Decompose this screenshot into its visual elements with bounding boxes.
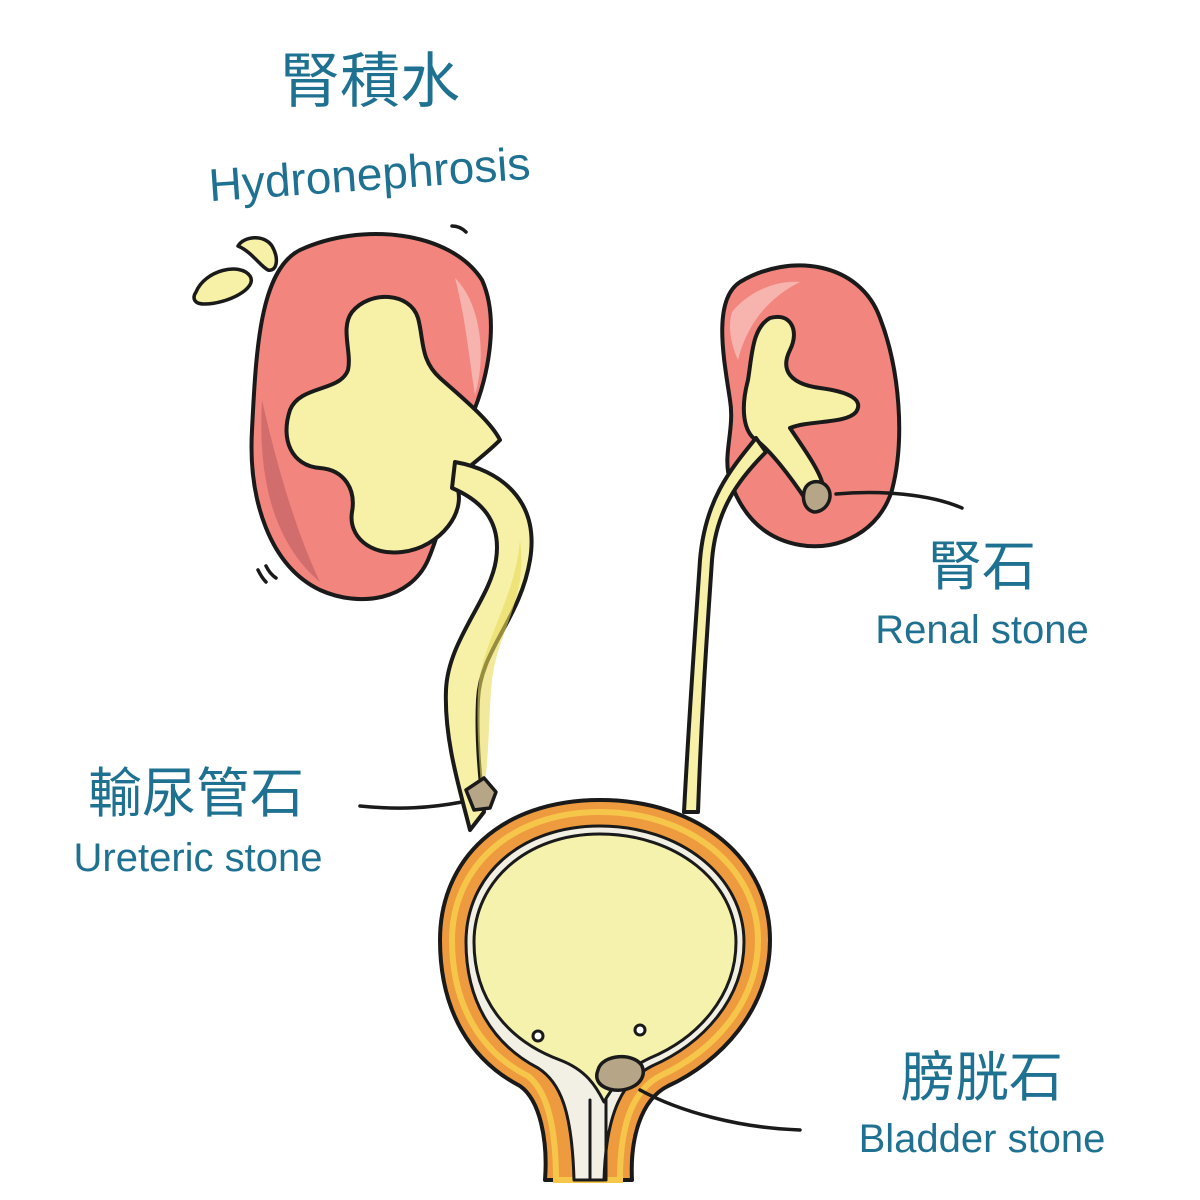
ureteric-stone-leader-line (358, 800, 464, 810)
renal-stone-leader-line (834, 490, 964, 510)
swell-mark-left-1 (256, 568, 268, 584)
bladder (438, 798, 772, 1183)
ureteric-stone-marker (464, 776, 498, 812)
renal-stone-marker (801, 479, 832, 514)
bladder-stone-label-en: Bladder stone (859, 1117, 1106, 1161)
droplet-small (236, 236, 279, 272)
swell-mark-left-2 (264, 564, 278, 580)
left-ureter-shading (477, 540, 522, 800)
splash-droplets (192, 224, 468, 584)
renal-stone-label-en: Renal stone (875, 608, 1088, 652)
left-kidney-highlight (455, 278, 481, 395)
left-ureteric-orifice (531, 1029, 545, 1043)
droplet-large (192, 267, 254, 306)
bladder-stone-marker (595, 1054, 645, 1092)
ureteric-stone-label-en: Ureteric stone (74, 836, 323, 880)
bladder-wall-stripe (448, 808, 762, 1183)
renal-stone-label-zh: 腎石 (928, 535, 1036, 598)
right-ureter (682, 436, 768, 814)
swell-mark-top (450, 224, 468, 234)
right-kidney-highlight (730, 281, 800, 360)
bladder-stone-leader-line (638, 1088, 802, 1132)
left-kidney-dilated-pelvis (284, 295, 502, 555)
hydronephrosis-label-zh: 腎積水 (280, 47, 460, 117)
hydronephrosis-label-en: Hydronephrosis (207, 137, 532, 211)
bladder-stone-label-zh: 膀胱石 (901, 1046, 1063, 1109)
right-kidney-pelvis (741, 314, 860, 502)
right-ureteric-orifice (633, 1023, 647, 1037)
left-kidney-shadow (261, 400, 320, 582)
ureteric-stone-label-zh: 輸尿管石 (88, 762, 304, 825)
right-kidney (720, 263, 902, 549)
left-kidney-hydronephrotic (249, 232, 502, 602)
